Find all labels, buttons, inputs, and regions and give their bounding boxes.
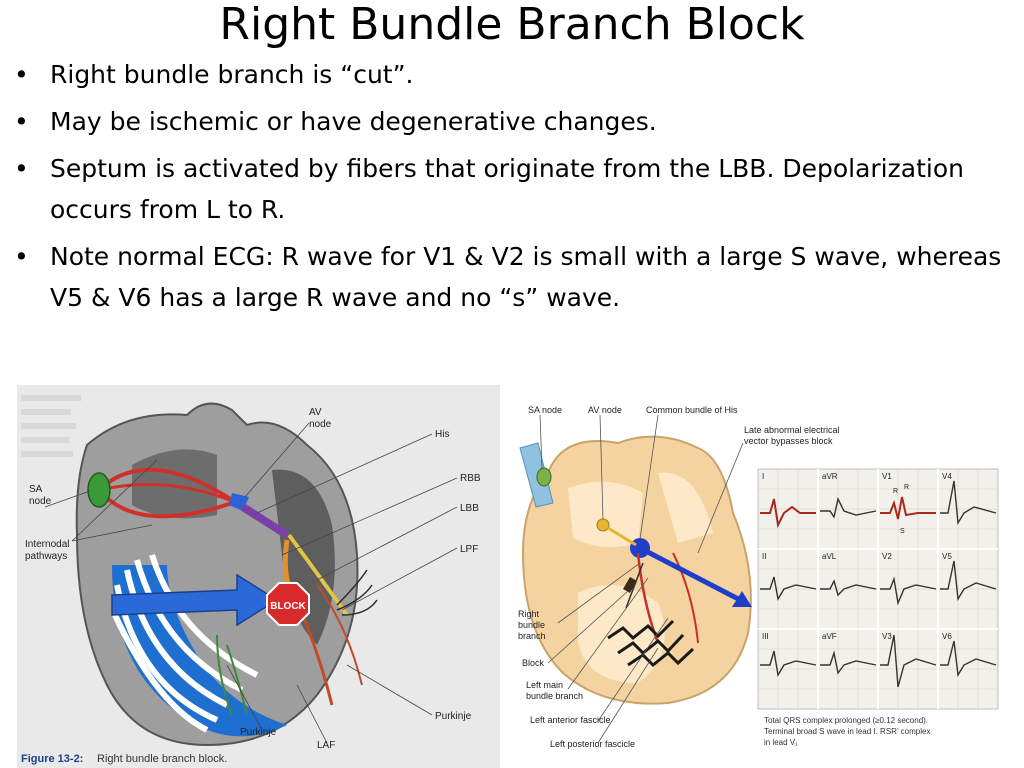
common-bundle-label: Common bundle of His	[646, 405, 738, 415]
bullet-dot: •	[14, 154, 29, 183]
lead-label: I	[762, 472, 764, 481]
lpf-label: LPF	[460, 544, 478, 555]
rbb-label: RBB	[460, 473, 481, 484]
right-bundle-label-3: branch	[518, 631, 546, 641]
internodal-label-2: pathways	[25, 551, 67, 562]
heart-block-illustration: BLOCK AV node His RBB LBB LPF SA node In…	[17, 385, 500, 768]
bullet-text: Right bundle branch is “cut”.	[50, 60, 414, 89]
his-label: His	[435, 429, 449, 440]
lead-label: V1	[882, 472, 892, 481]
bullet-text: Note normal ECG: R wave for V1 & V2 is s…	[50, 242, 1002, 312]
lead-label: V3	[882, 632, 892, 641]
left-posterior-label: Left posterior fascicle	[550, 739, 635, 749]
sa-node-label-2: SA node	[528, 405, 562, 415]
sa-node-label-2: node	[29, 496, 52, 507]
bullet-item: • May be ischemic or have degenerative ch…	[14, 101, 1004, 142]
left-main-label-1: Left main	[526, 680, 563, 690]
ecg-footnote-3: in lead V₁	[764, 738, 798, 747]
av-node-label-2: node	[309, 419, 332, 430]
purkinje-right-label: Purkinje	[435, 711, 472, 722]
sa-node-label-1: SA	[29, 484, 43, 495]
right-bundle-label-2: bundle	[518, 620, 545, 630]
bullet-item: • Septum is activated by fibers that orig…	[14, 148, 1004, 230]
bullet-text: Septum is activated by fibers that origi…	[50, 154, 964, 224]
bullet-text: May be ischemic or have degenerative cha…	[50, 107, 657, 136]
internodal-label-1: Internodal	[25, 539, 69, 550]
lead-label: V6	[942, 632, 952, 641]
lead-label: III	[762, 632, 769, 641]
block-label-2: Block	[522, 658, 545, 668]
v1-wave-label: R	[904, 484, 909, 491]
ecg-grid: I aVR V1 V4 II aVL V2 V5 III aVF V3 V6 R…	[757, 468, 999, 710]
heart-block-figure: BLOCK AV node His RBB LBB LPF SA node In…	[17, 385, 500, 768]
figure1-caption-text: Right bundle branch block.	[97, 753, 227, 765]
right-bundle-label-1: Right	[518, 609, 540, 619]
bullet-dot: •	[14, 107, 29, 136]
lead-label: II	[762, 552, 766, 561]
av-node-label: AV node	[588, 405, 622, 415]
figure1-caption-label: Figure 13-2:	[21, 753, 83, 765]
left-anterior-label: Left anterior fascicle	[530, 715, 611, 725]
ecg-illustration: SA node AV node Common bundle of His Lat…	[508, 403, 1010, 768]
bullet-dot: •	[14, 242, 29, 271]
late-abnormal-label-2: vector bypasses block	[744, 436, 833, 446]
v1-wave-label: R	[893, 488, 898, 495]
bullet-list: • Right bundle branch is “cut”. • May be i…	[14, 54, 1004, 324]
block-sign: BLOCK	[266, 582, 310, 626]
lead-label: V4	[942, 472, 952, 481]
lead-label: V2	[882, 552, 892, 561]
block-label: BLOCK	[270, 601, 306, 612]
slide-title: Right Bundle Branch Block	[219, 0, 805, 50]
ecg-footnote-2: Terminal broad S wave in lead I. RSR’ co…	[764, 727, 930, 736]
bullet-item: • Note normal ECG: R wave for V1 & V2 is …	[14, 236, 1004, 318]
av-node-label-1: AV	[309, 407, 322, 418]
depolarization-arrow	[111, 573, 279, 627]
sa-node-shape	[87, 472, 111, 508]
lead-label: aVR	[822, 472, 838, 481]
ecg-figure: SA node AV node Common bundle of His Lat…	[508, 403, 1010, 768]
late-abnormal-label-1: Late abnormal electrical	[744, 425, 840, 435]
left-main-label-2: bundle branch	[526, 691, 583, 701]
ecg-footnote-1: Total QRS complex prolonged (≥0.12 secon…	[764, 716, 928, 725]
v1-wave-label: S	[900, 528, 905, 535]
bullet-dot: •	[14, 60, 29, 89]
bullet-item: • Right bundle branch is “cut”.	[14, 54, 1004, 95]
purkinje-bottom-label: Purkinje	[240, 727, 277, 738]
lbb-label: LBB	[460, 503, 479, 514]
laf-label: LAF	[317, 740, 335, 751]
lead-label: aVF	[822, 632, 837, 641]
lead-label: V5	[942, 552, 952, 561]
lead-label: aVL	[822, 552, 837, 561]
